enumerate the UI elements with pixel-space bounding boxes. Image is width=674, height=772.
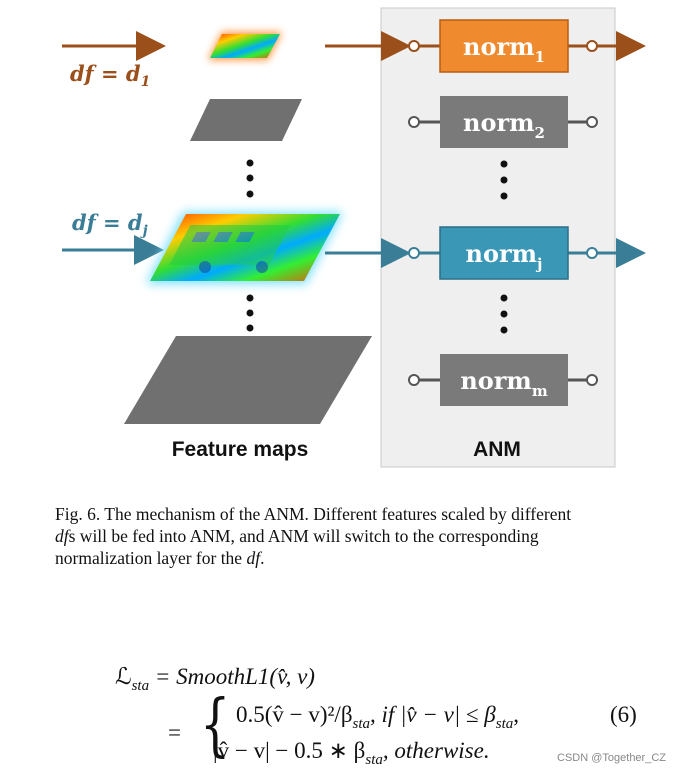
norm1-box [439,19,569,73]
feature-map-2 [190,99,302,141]
equation-line-2: 0.5(v̂ − v)²/βsta, if |v̂ − v| ≤ βsta, [236,702,520,732]
ellipsis-dots-left-1 [246,159,254,198]
feature-maps-label: Feature maps [172,438,309,461]
ellipsis-dots-right-1 [500,160,508,200]
equation-line-3: |v̂ − v| − 0.5 ∗ βsta, otherwise. [213,738,490,768]
bus-heatmap-detail [169,225,291,273]
figure-caption: Fig. 6. The mechanism of the ANM. Differ… [55,503,667,569]
equation-line1-rhs: = SmoothL1(v̂, v) [154,664,315,689]
feature-map-m [124,336,372,424]
norm2-connectors [408,116,598,128]
normm-connectors [408,374,598,386]
caption-line-1: Fig. 6. The mechanism of the ANM. Differ… [55,504,572,524]
equation-equals: = [168,720,181,745]
normm-label: normm [460,366,548,400]
anm-diagram: norm1 norm2 normj normm df = d1 df = dj … [62,7,646,468]
feature-map-small [210,34,280,58]
anm-label: ANM [473,438,521,461]
equation-lhs: ℒ [115,664,132,690]
norm2-label: norm2 [463,108,545,142]
normj-label: normj [466,239,543,273]
watermark: CSDN @Together_CZ [557,752,666,764]
ellipsis-dots-right-2 [500,294,508,334]
piecewise-brace-icon: { [200,686,231,765]
normm-box [440,354,568,406]
equation-line-1: ℒsta = SmoothL1(v̂, v) [115,664,315,694]
equation-number: (6) [610,702,637,727]
norm1-label: norm1 [463,32,545,66]
caption-line-3: normalization layer for the df. [55,548,265,568]
normj-box [439,226,569,280]
normj-connectors [408,238,646,268]
caption-line-2: dfs will be fed into ANM, and ANM will s… [55,526,539,546]
norm2-box [440,96,568,148]
norm1-connectors [408,31,646,61]
ellipsis-dots-left-2 [246,294,254,332]
df1-label: df = d1 [70,61,150,90]
dfj-label: df = dj [72,210,148,239]
